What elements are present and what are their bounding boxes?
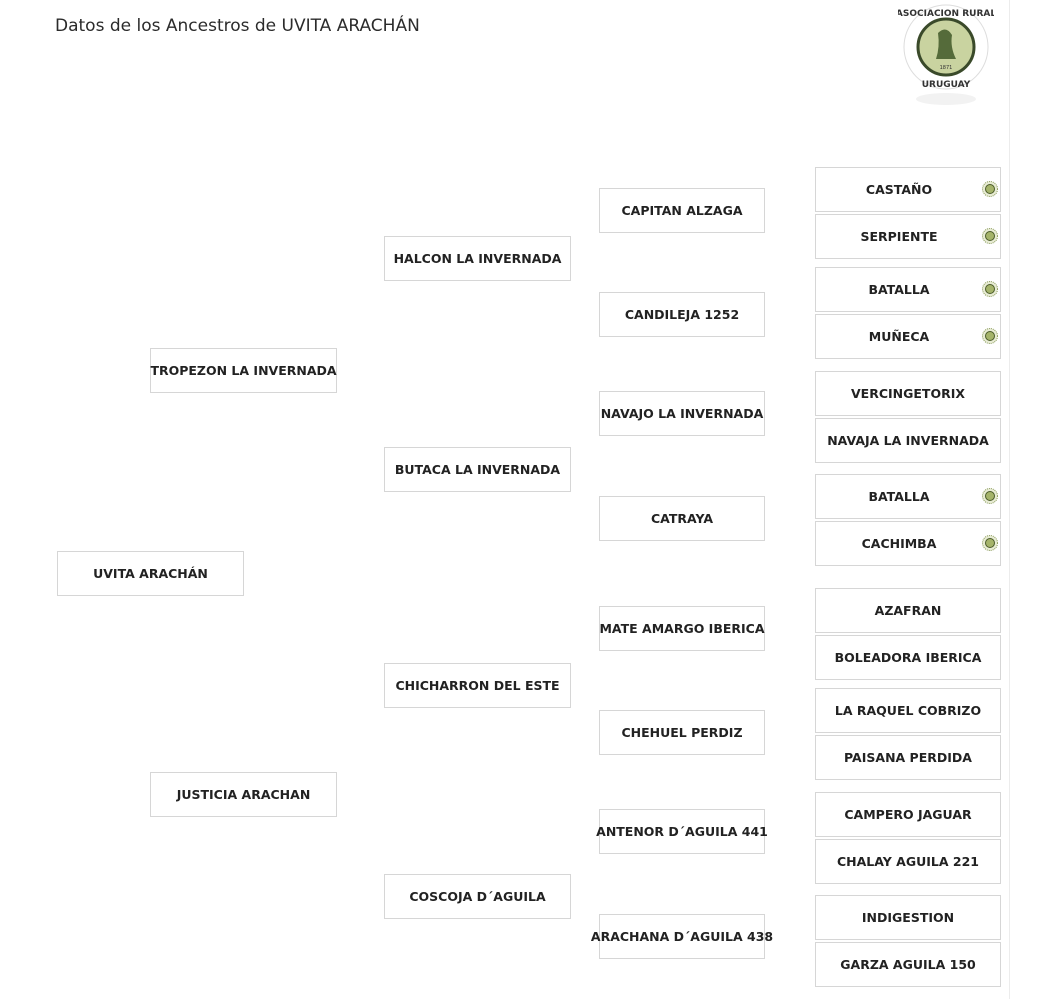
- ancestor-name: VERCINGETORIX: [851, 386, 965, 401]
- ancestor-name: ARACHANA D´AGUILA 438: [590, 929, 774, 944]
- ancestor-name: BATALLA: [868, 489, 930, 504]
- ancestor-gen5[interactable]: SERPIENTE: [815, 214, 1001, 259]
- ancestor-name: BATALLA: [868, 282, 930, 297]
- ancestor-gen5[interactable]: CAMPERO JAGUAR: [815, 792, 1001, 837]
- ancestor-gen4[interactable]: CHEHUEL PERDIZ: [599, 710, 765, 755]
- ancestor-gen2[interactable]: JUSTICIA ARACHAN: [150, 772, 337, 817]
- ancestor-gen4[interactable]: CAPITAN ALZAGA: [599, 188, 765, 233]
- ancestor-name: LA RAQUEL COBRIZO: [834, 703, 982, 718]
- ancestor-name: CACHIMBA: [861, 536, 937, 551]
- seal-icon: [982, 181, 998, 197]
- ancestor-name: AZAFRAN: [874, 603, 942, 618]
- ancestor-name: CATRAYA: [650, 511, 714, 526]
- ancestor-gen4[interactable]: CATRAYA: [599, 496, 765, 541]
- ancestor-gen5[interactable]: BATALLA: [815, 474, 1001, 519]
- ancestor-gen5[interactable]: INDIGESTION: [815, 895, 1001, 940]
- svg-text:ASOCIACION RURAL: ASOCIACION RURAL: [898, 9, 994, 19]
- ancestor-name: CAPITAN ALZAGA: [621, 203, 743, 218]
- seal-icon: [982, 228, 998, 244]
- ancestor-gen5[interactable]: MUÑECA: [815, 314, 1001, 359]
- ancestor-name: ANTENOR D´AGUILA 441: [596, 824, 768, 839]
- ancestor-gen5[interactable]: BOLEADORA IBERICA: [815, 635, 1001, 680]
- ancestor-name: CHALAY AGUILA 221: [837, 854, 979, 869]
- ancestor-name: PAISANA PERDIDA: [844, 750, 972, 765]
- ancestor-gen4[interactable]: MATE AMARGO IBERICA: [599, 606, 765, 651]
- ancestor-gen3[interactable]: CHICHARRON DEL ESTE: [384, 663, 571, 708]
- ancestor-gen5[interactable]: AZAFRAN: [815, 588, 1001, 633]
- ancestor-name: GARZA AGUILA 150: [840, 957, 976, 972]
- ancestor-name: UVITA ARACHÁN: [93, 566, 208, 581]
- ancestor-gen3[interactable]: HALCON LA INVERNADA: [384, 236, 571, 281]
- asociacion-rural-logo: ASOCIACION RURAL URUGUAY 1871: [898, 4, 994, 105]
- ancestor-name: TROPEZON LA INVERNADA: [150, 363, 337, 378]
- ancestor-name: CASTAÑO: [865, 182, 933, 197]
- ancestor-gen4[interactable]: CANDILEJA 1252: [599, 292, 765, 337]
- ancestor-gen5[interactable]: VERCINGETORIX: [815, 371, 1001, 416]
- ancestor-name: CHEHUEL PERDIZ: [621, 725, 743, 740]
- ancestor-gen4[interactable]: NAVAJO LA INVERNADA: [599, 391, 765, 436]
- ancestor-gen5[interactable]: PAISANA PERDIDA: [815, 735, 1001, 780]
- ancestor-name: HALCON LA INVERNADA: [393, 251, 562, 266]
- ancestor-name: CHICHARRON DEL ESTE: [395, 678, 560, 693]
- ancestor-name: CANDILEJA 1252: [624, 307, 740, 322]
- svg-text:URUGUAY: URUGUAY: [922, 80, 971, 90]
- ancestor-gen5[interactable]: CASTAÑO: [815, 167, 1001, 212]
- ancestor-gen5[interactable]: GARZA AGUILA 150: [815, 942, 1001, 987]
- ancestor-name: COSCOJA D´AGUILA: [409, 889, 546, 904]
- svg-text:1871: 1871: [940, 65, 953, 71]
- seal-icon: [982, 281, 998, 297]
- ancestor-gen5[interactable]: CACHIMBA: [815, 521, 1001, 566]
- ancestor-name: NAVAJO LA INVERNADA: [600, 406, 764, 421]
- seal-icon: [982, 488, 998, 504]
- ancestor-name: JUSTICIA ARACHAN: [176, 787, 311, 802]
- ancestor-name: BUTACA LA INVERNADA: [394, 462, 561, 477]
- ancestor-gen3[interactable]: BUTACA LA INVERNADA: [384, 447, 571, 492]
- ancestor-name: INDIGESTION: [861, 910, 955, 925]
- ancestor-gen4[interactable]: ARACHANA D´AGUILA 438: [591, 914, 773, 959]
- ancestor-gen5[interactable]: NAVAJA LA INVERNADA: [815, 418, 1001, 463]
- ancestor-name: MUÑECA: [868, 329, 930, 344]
- page-title: Datos de los Ancestros de UVITA ARACHÁN: [55, 16, 420, 36]
- ancestor-name: SERPIENTE: [860, 229, 938, 244]
- ancestor-gen1[interactable]: UVITA ARACHÁN: [57, 551, 244, 596]
- divider: [1009, 0, 1010, 999]
- ancestor-name: CAMPERO JAGUAR: [844, 807, 972, 822]
- ancestor-gen5[interactable]: CHALAY AGUILA 221: [815, 839, 1001, 884]
- ancestor-name: NAVAJA LA INVERNADA: [827, 433, 989, 448]
- ancestor-gen4[interactable]: ANTENOR D´AGUILA 441: [596, 809, 768, 854]
- seal-icon: [982, 535, 998, 551]
- ancestor-gen5[interactable]: BATALLA: [815, 267, 1001, 312]
- ancestor-gen3[interactable]: COSCOJA D´AGUILA: [384, 874, 571, 919]
- ancestor-name: BOLEADORA IBERICA: [834, 650, 982, 665]
- seal-icon: [982, 328, 998, 344]
- ancestor-gen5[interactable]: LA RAQUEL COBRIZO: [815, 688, 1001, 733]
- ancestor-name: MATE AMARGO IBERICA: [599, 621, 765, 636]
- ancestor-gen2[interactable]: TROPEZON LA INVERNADA: [150, 348, 337, 393]
